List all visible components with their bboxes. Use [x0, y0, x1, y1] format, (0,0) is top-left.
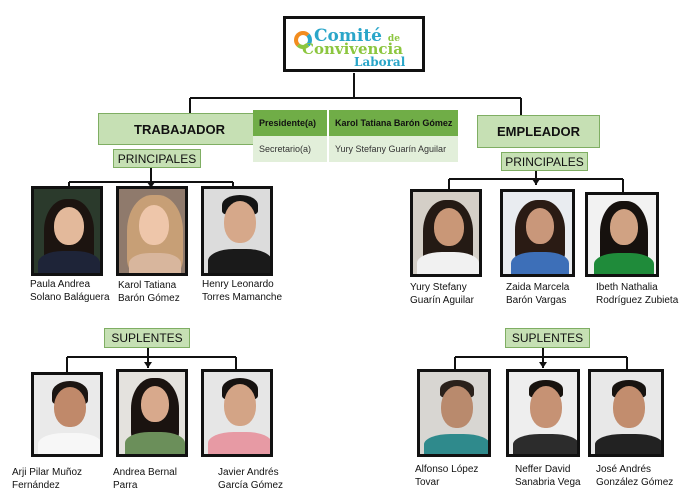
empleador-header-label: EMPLEADOR — [496, 124, 581, 139]
member-name: Karol Tatiana Barón Gómez — [118, 280, 180, 304]
member-name: Andrea Bernal Parra — [113, 467, 177, 491]
portrait-photo — [417, 369, 491, 457]
logo-line2: Convivencia — [302, 40, 403, 58]
portrait-photo — [506, 369, 580, 457]
left-principales-label-box: PRINCIPALES — [113, 149, 201, 168]
member-name: Javier Andrés García Gómez — [218, 467, 284, 491]
left-principales-label: PRINCIPALES — [117, 151, 197, 166]
secretary-row: Secretario(a) Yury Stefany Guarín Aguila… — [253, 136, 458, 162]
member-name: Arji Pilar Muñoz Fernández — [12, 467, 83, 491]
portrait-photo — [116, 186, 188, 276]
president-role: Presidente(a) — [253, 110, 329, 136]
right-principales-label: PRINCIPALES — [505, 154, 584, 169]
member-name: Paula Andrea Solano Baláguera — [30, 279, 110, 303]
portrait-photo — [500, 189, 575, 277]
secretary-role: Secretario(a) — [253, 136, 329, 162]
empleador-header: EMPLEADOR — [477, 115, 600, 148]
portrait-photo — [31, 186, 103, 276]
member-name: Zaida Marcela Barón Vargas — [506, 282, 570, 306]
member-name: Henry Leonardo Torres Mamanche — [202, 279, 283, 303]
portrait-photo — [585, 192, 659, 277]
secretary-name: Yury Stefany Guarín Aguilar — [329, 136, 458, 162]
right-suplentes-label: SUPLENTES — [511, 331, 584, 345]
portrait-photo — [201, 369, 273, 457]
trabajador-header-label: TRABAJADOR — [134, 121, 225, 137]
portrait-photo — [410, 189, 482, 277]
logo-line1-small: de — [387, 34, 400, 44]
officers-table: Presidente(a) Karol Tatiana Barón Gómez … — [253, 110, 458, 162]
right-suplentes-label-box: SUPLENTES — [505, 328, 590, 348]
logo-line1: Comité — [314, 26, 382, 46]
member-name: José Andrés González Gómez — [596, 464, 674, 488]
logo-swirl-icon — [294, 31, 312, 49]
member-name: Neffer David Sanabria Vega — [515, 464, 581, 488]
member-name: Ibeth Nathalia Rodríguez Zubieta — [596, 282, 679, 306]
logo-line3: Laboral — [354, 55, 406, 69]
right-principales-label-box: PRINCIPALES — [501, 152, 588, 171]
member-name: Yury Stefany Guarín Aguilar — [410, 282, 474, 306]
member-name: Alfonso López Tovar — [415, 464, 479, 488]
portrait-photo — [201, 186, 273, 276]
president-row: Presidente(a) Karol Tatiana Barón Gómez — [253, 110, 458, 136]
portrait-photo — [31, 372, 103, 457]
portrait-photo — [588, 369, 664, 457]
left-suplentes-label: SUPLENTES — [111, 331, 183, 345]
trabajador-header: TRABAJADOR — [98, 113, 261, 145]
portrait-photo — [116, 369, 188, 457]
president-name: Karol Tatiana Barón Gómez — [329, 110, 458, 136]
left-suplentes-label-box: SUPLENTES — [104, 328, 190, 348]
committee-logo: Comité de Convivencia Laboral — [283, 16, 425, 72]
